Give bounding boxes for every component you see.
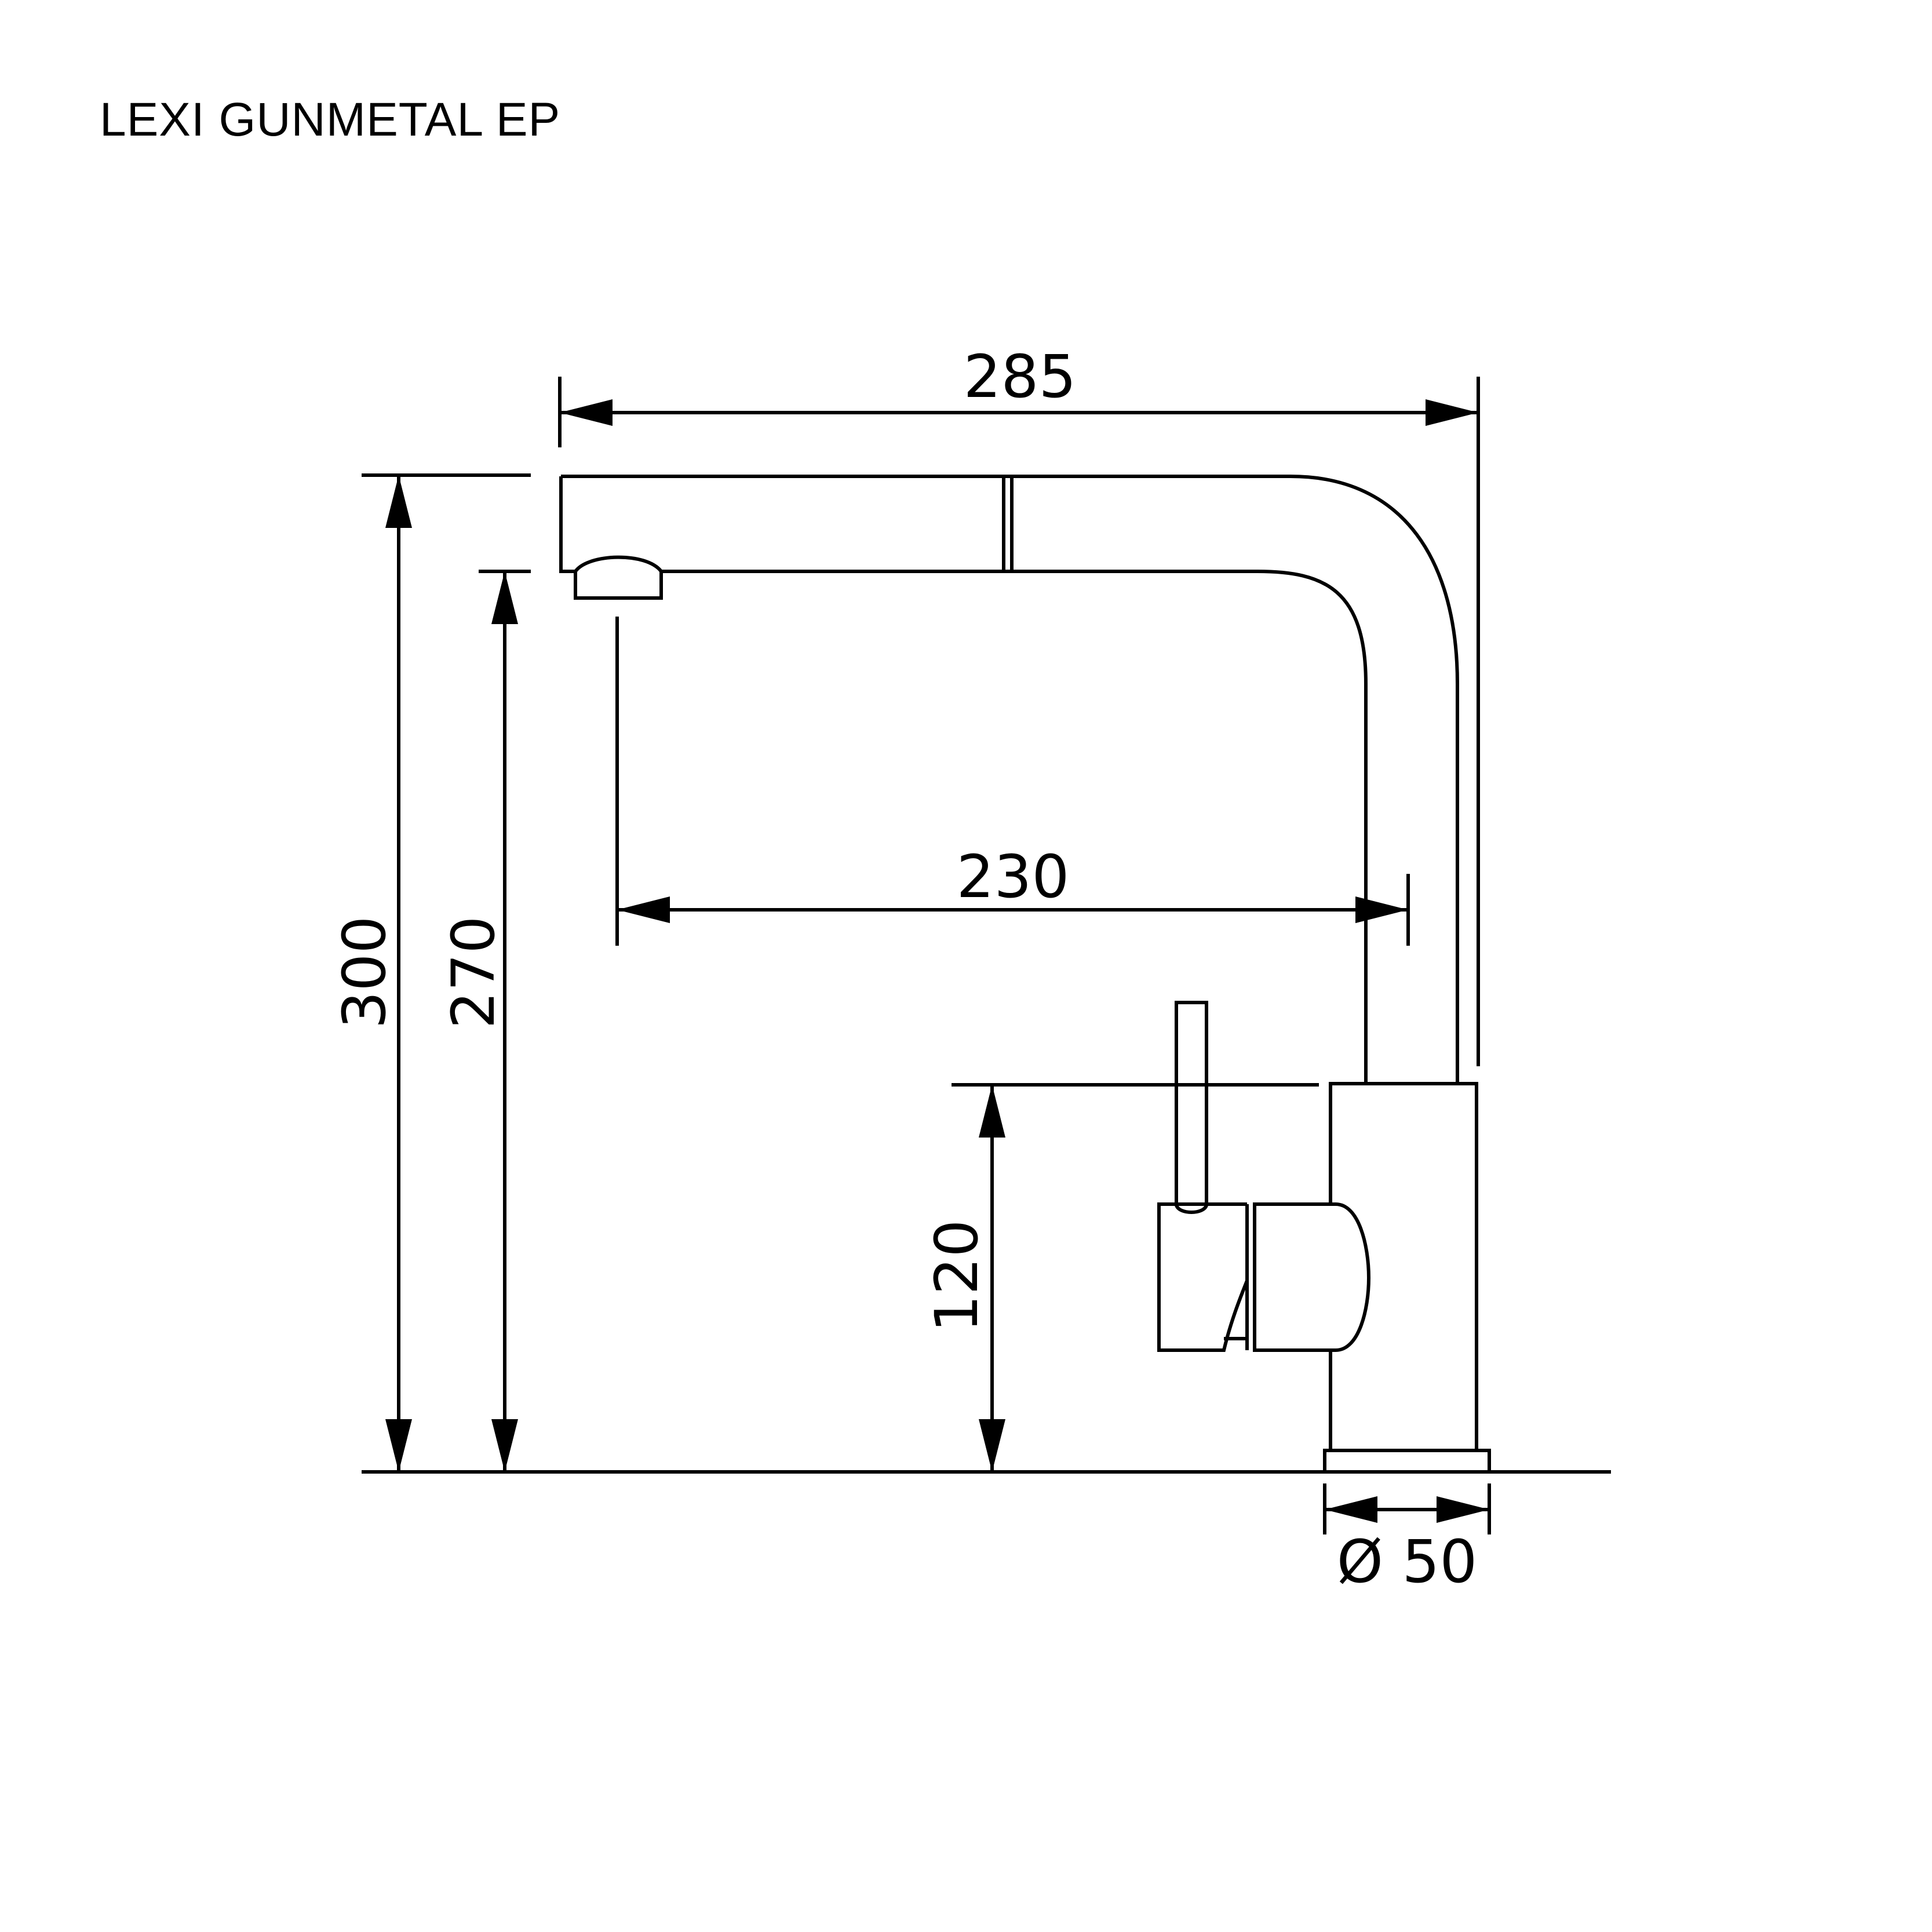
arrowhead-left	[617, 896, 670, 923]
dimension-label-diameter-50: Ø 50	[1337, 1528, 1478, 1596]
drawing-title: LEXI GUNMETAL EP	[100, 93, 561, 146]
arrowhead-right	[1426, 399, 1478, 426]
arrowhead-bottom	[979, 1419, 1005, 1472]
arrowhead-top	[385, 475, 412, 528]
handle-lever-stick	[1175, 1001, 1208, 1205]
dimension-overall-width: 285	[558, 342, 1480, 1066]
dimension-spout-reach: 230	[615, 617, 1410, 946]
handle-cartridge	[1253, 1202, 1371, 1352]
spout-outer-contour	[561, 475, 1459, 1084]
faucet-outline	[559, 475, 1491, 1472]
dimension-overall-height: 300	[330, 473, 531, 1472]
spout-inner-contour	[661, 570, 1368, 1084]
dimension-handle-height: 120	[923, 1083, 1319, 1472]
handle-lever-body	[1157, 1202, 1249, 1352]
arrowhead-left	[560, 399, 613, 426]
base-ring	[1323, 1449, 1491, 1472]
dimension-base-diameter: Ø 50	[1323, 1483, 1491, 1596]
arrowhead-right	[1355, 896, 1408, 923]
arrowhead-right	[1437, 1496, 1489, 1523]
dimension-label-230: 230	[957, 843, 1070, 912]
dimension-label-300: 300	[330, 916, 399, 1029]
spout-tip-edge	[559, 476, 575, 573]
aerator-head	[574, 555, 663, 600]
arrowhead-top	[491, 571, 518, 624]
arrowhead-bottom	[491, 1419, 518, 1472]
arrowhead-bottom	[385, 1419, 412, 1472]
dimension-label-270: 270	[439, 916, 508, 1029]
dimension-label-120: 120	[923, 1220, 991, 1333]
handle-lever-stick-cap	[1175, 1204, 1208, 1214]
dimension-label-285: 285	[964, 342, 1077, 411]
arrowhead-top	[979, 1085, 1005, 1138]
arrowhead-left	[1325, 1496, 1377, 1523]
body-cylinder	[1329, 1082, 1478, 1450]
dimension-spout-height: 270	[439, 570, 531, 1472]
